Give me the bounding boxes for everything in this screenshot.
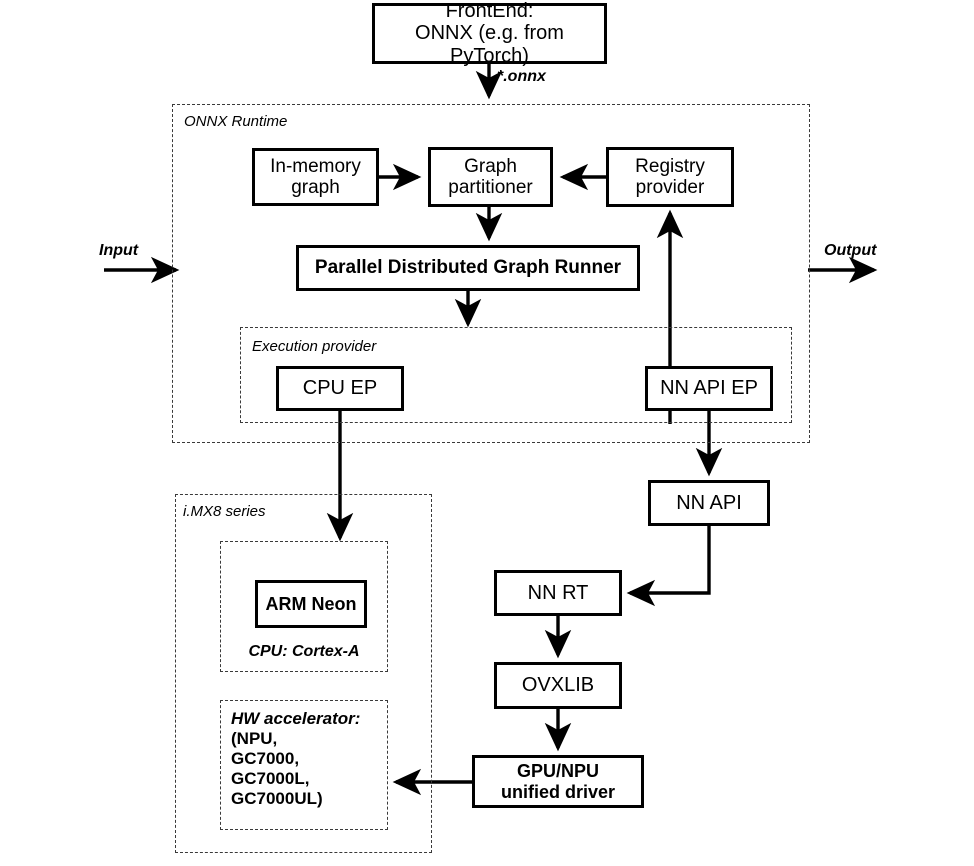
graph-partitioner-box[interactable]: Graph partitioner [428, 147, 553, 207]
execution-provider-group [240, 327, 792, 423]
imx8-series-group-label: i.MX8 series [183, 503, 266, 520]
onnx-file-label: *.onnx [497, 68, 546, 85]
frontend-box[interactable]: FrontEnd: ONNX (e.g. from PyTorch) [372, 0, 607, 67]
onnx-runtime-group [172, 104, 810, 443]
input-label: Input [99, 242, 139, 259]
nn-api-box[interactable]: NN API [648, 480, 770, 526]
edge-nnapi-to-nnrt [626, 526, 711, 607]
registry-provider-box[interactable]: Registry provider [606, 147, 734, 207]
ovxlib-box[interactable]: OVXLIB [494, 662, 622, 709]
nn-rt-box[interactable]: NN RT [494, 570, 622, 616]
output-label: Output [824, 242, 877, 259]
cpu-ep-box[interactable]: CPU EP [276, 366, 404, 411]
in-memory-graph-box[interactable]: In-memory graph [252, 148, 379, 206]
cpu-cortex-a-label: CPU: Cortex-A [248, 643, 360, 660]
hw-accelerator-title: HW accelerator: [231, 709, 361, 728]
nn-api-ep-box[interactable]: NN API EP [645, 366, 773, 411]
arm-neon-box[interactable]: ARM Neon [255, 580, 367, 628]
cpu-cortex-a-group [220, 541, 388, 672]
gpu-npu-driver-box[interactable]: GPU/NPU unified driver [472, 755, 644, 808]
hw-accelerator-group: HW accelerator: (NPU, GC7000, GC7000L, G… [220, 700, 388, 830]
onnx-runtime-group-label: ONNX Runtime [184, 113, 288, 130]
execution-provider-group-label: Execution provider [252, 338, 377, 355]
graph-runner-box[interactable]: Parallel Distributed Graph Runner [296, 245, 640, 291]
hw-accelerator-items: (NPU, GC7000, GC7000L, GC7000UL) [231, 729, 323, 809]
imx8-series-group [175, 494, 432, 853]
